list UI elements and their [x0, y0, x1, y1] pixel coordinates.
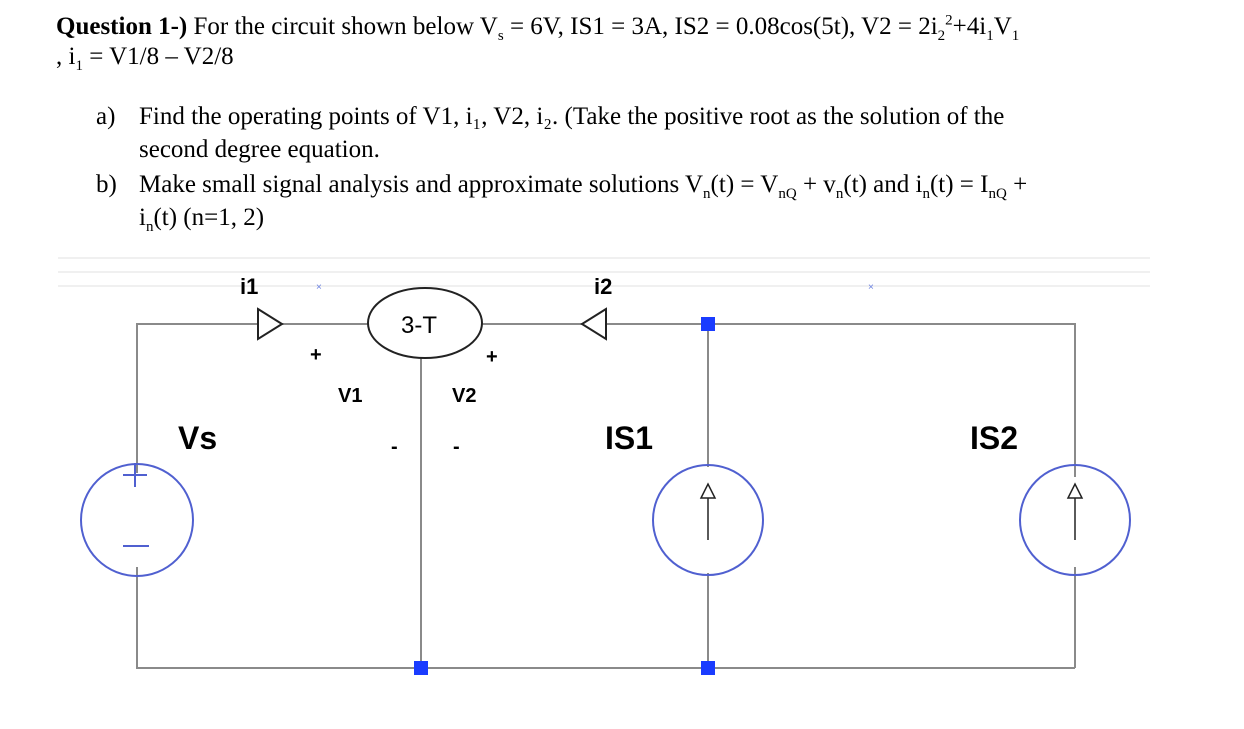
question-v1: V: [993, 13, 1012, 40]
b-sub-4: n: [922, 186, 930, 202]
b2-text-2: (t) (n=1, 2): [153, 204, 265, 231]
i2-arrow-icon: [580, 307, 607, 341]
b-text-5: (t) = I: [929, 171, 989, 198]
v1-subscript: 1: [1011, 28, 1020, 44]
label-v2-plus: +: [486, 346, 498, 368]
label-i2: i2: [594, 274, 612, 299]
node-top-right: [701, 317, 715, 331]
b2-sub-1: n: [145, 219, 154, 235]
b-sub-5: nQ: [988, 186, 1007, 202]
b-sub-1: n: [703, 186, 711, 202]
question-intro: For the circuit shown below V: [187, 13, 498, 40]
is2-source-icon: [1019, 464, 1131, 576]
label-element: 3-T: [401, 312, 437, 339]
wires: [136, 323, 1076, 669]
part-b-line2: in(t) (n=1, 2): [139, 201, 1027, 235]
label-is1: IS1: [605, 420, 653, 456]
part-a-line1: Find the operating points of V1, i₁, V2,…: [139, 103, 1005, 130]
question-header: Question 1-) For the circuit shown below…: [56, 12, 1020, 74]
b-sub-3: n: [835, 186, 844, 202]
line2-rest: = V1/8 – V2/8: [82, 43, 234, 70]
marker-x-1: ×: [316, 282, 322, 293]
line2-start: , i: [56, 43, 76, 70]
part-b-line1: Make small signal analysis and approxima…: [139, 168, 1028, 202]
is1-source-icon: [652, 464, 764, 576]
i2-subscript: 2: [937, 28, 946, 44]
b2-text-1: i: [139, 204, 146, 231]
b-text-6: +: [1006, 171, 1028, 198]
line2-subscript: 1: [75, 58, 83, 74]
question-label: Question 1-): [56, 13, 188, 40]
three-terminal-element: [367, 287, 483, 359]
question-term: +4i: [952, 13, 987, 40]
part-a-letter: a): [96, 103, 116, 130]
label-v2: V2: [452, 385, 476, 407]
b-text-4: (t) and i: [843, 171, 923, 198]
marker-x-2: ×: [868, 282, 874, 293]
question-line2: , i1 = V1/8 – V2/8: [56, 42, 1019, 74]
b-text-3: + v: [796, 171, 836, 198]
b-text-2: (t) = V: [710, 171, 779, 198]
label-vs: Vs: [178, 420, 217, 456]
vs-subscript: s: [497, 28, 504, 44]
label-v1: V1: [338, 385, 362, 407]
label-v1-plus: +: [310, 344, 322, 366]
label-i1: i1: [240, 274, 258, 299]
question-values: = 6V, IS1 = 3A, IS2 = 0.08cos(5t), V2 = …: [503, 13, 938, 40]
part-b-letter: b): [96, 171, 117, 198]
label-v1-minus: -: [391, 436, 398, 458]
vs-source-icon: [80, 463, 194, 577]
part-a-line2: second degree equation.: [139, 136, 380, 163]
b-sub-2: nQ: [778, 186, 797, 202]
node-bottom-right: [701, 661, 715, 675]
square-superscript: 2: [945, 12, 953, 29]
label-is2: IS2: [970, 420, 1018, 456]
i1-arrow-icon: [257, 307, 284, 341]
i1-subscript: 1: [986, 28, 994, 44]
grid-strip: [58, 257, 1150, 287]
label-v2-minus: -: [453, 436, 460, 458]
b-text-1: Make small signal analysis and approxima…: [139, 171, 704, 198]
node-bottom-middle: [414, 661, 428, 675]
